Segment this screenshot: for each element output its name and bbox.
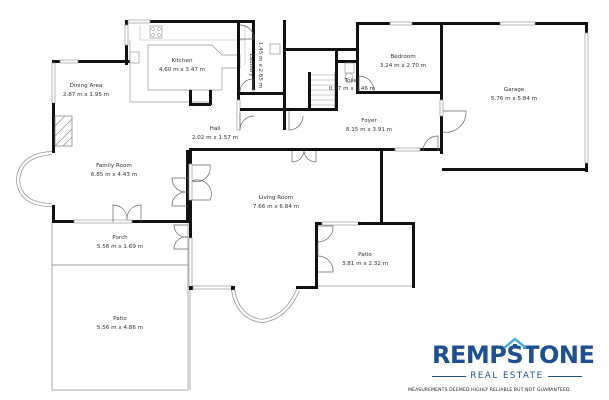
room-dims-living: 7.66 m x 6.84 m — [253, 204, 299, 210]
room-dims-foyer: 8.15 m x 3.91 m — [346, 127, 392, 133]
brand-logo: REMPSTONE REAL ESTATE — [426, 337, 606, 397]
room-dims-laundry: 1.45 m x 2.65 m — [257, 42, 263, 88]
room-dims-kitchen: 4.60 m x 3.47 m — [159, 67, 205, 73]
room-label-patio-large: Patio — [113, 316, 127, 322]
room-dims-patio-small: 3.81 m x 2.32 m — [342, 261, 388, 267]
house-icon — [503, 337, 527, 349]
divider — [547, 375, 582, 377]
room-label-hall: Hall — [210, 126, 221, 132]
room-label-living: Living Room — [259, 195, 293, 201]
room-label-foyer: Foyer — [361, 118, 377, 124]
room-label-patio-small: Patio — [358, 252, 372, 258]
room-label-dining: Dining Area — [70, 83, 103, 89]
room-dims-hall: 2.02 m x 1.57 m — [192, 135, 238, 141]
room-dims-garage: 5.76 m x 5.84 m — [491, 96, 537, 102]
room-dims-porch: 5.56 m x 1.69 m — [97, 244, 143, 250]
room-label-laundry: Laundry — [248, 54, 254, 77]
room-label-toilet: Toilet — [344, 78, 360, 84]
room-dims-patio-large: 5.56 m x 4.86 m — [97, 325, 143, 331]
room-label-kitchen: Kitchen — [171, 58, 192, 64]
room-dims-toilet: 0.97 m x 1.46 m — [329, 86, 375, 92]
room-dims-dining: 2.87 m x 1.95 m — [63, 92, 109, 98]
room-label-porch: Porch — [112, 235, 128, 241]
room-label-family: Family Room — [96, 163, 132, 169]
room-label-garage: Garage — [504, 87, 525, 93]
room-label-bedroom: Bedroom — [390, 54, 415, 60]
room-dims-family: 6.85 m x 4.43 m — [91, 172, 137, 178]
logo-subtitle: REAL ESTATE — [470, 371, 544, 381]
logo-subtitle-row: REAL ESTATE — [432, 371, 582, 381]
divider — [432, 375, 467, 377]
disclaimer-text: MEASUREMENTS DEEMED HIGHLY RELIABLE BUT … — [408, 388, 572, 393]
room-dims-bedroom: 3.24 m x 2.70 m — [380, 63, 426, 69]
room-labels: Kitchen 4.60 m x 3.47 m Laundry 1.45 m x… — [63, 42, 537, 331]
